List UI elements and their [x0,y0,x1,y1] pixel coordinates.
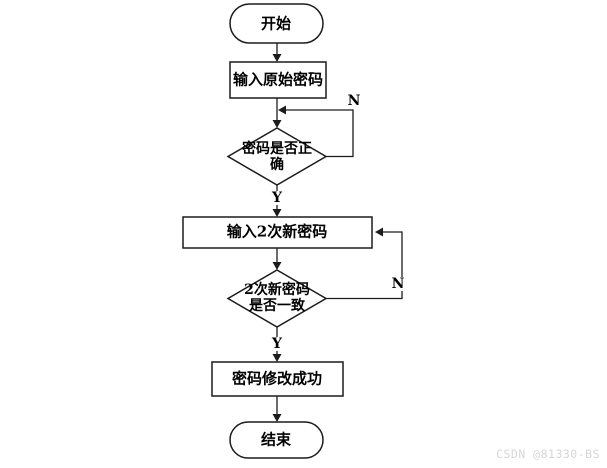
end-terminator-shape [229,421,324,459]
check-password-label: 密码是否正确 [242,141,312,173]
start-label: 开始 [260,14,292,33]
end-label: 结束 [260,430,292,449]
check-match-label-line2: 是否一致 [249,298,305,314]
success-label: 密码修改成功 [231,369,323,388]
watermark: CSDN @81330-BS [496,447,600,461]
input-original-process-shape [229,61,327,99]
input-new-label: 输入2次新密码 [226,222,328,241]
check-match-label-line1: 2次新密码 [244,282,310,298]
input-new-process-shape [182,216,373,249]
edge-label-n1: N [347,93,361,109]
edge-label-y2: Y [271,336,283,352]
success-process-shape [211,361,344,397]
check-match-label: 2次新密码是否一致 [244,282,310,314]
input-original-label: 输入原始密码 [232,70,324,89]
edge-label-y1: Y [271,190,283,206]
edge-label-n2: N [390,276,406,292]
arrow-heads [272,54,383,422]
flow-connectors [276,43,403,414]
check-password-label-line2: 确 [270,157,284,173]
check-password-label-line1: 密码是否正 [242,141,312,157]
